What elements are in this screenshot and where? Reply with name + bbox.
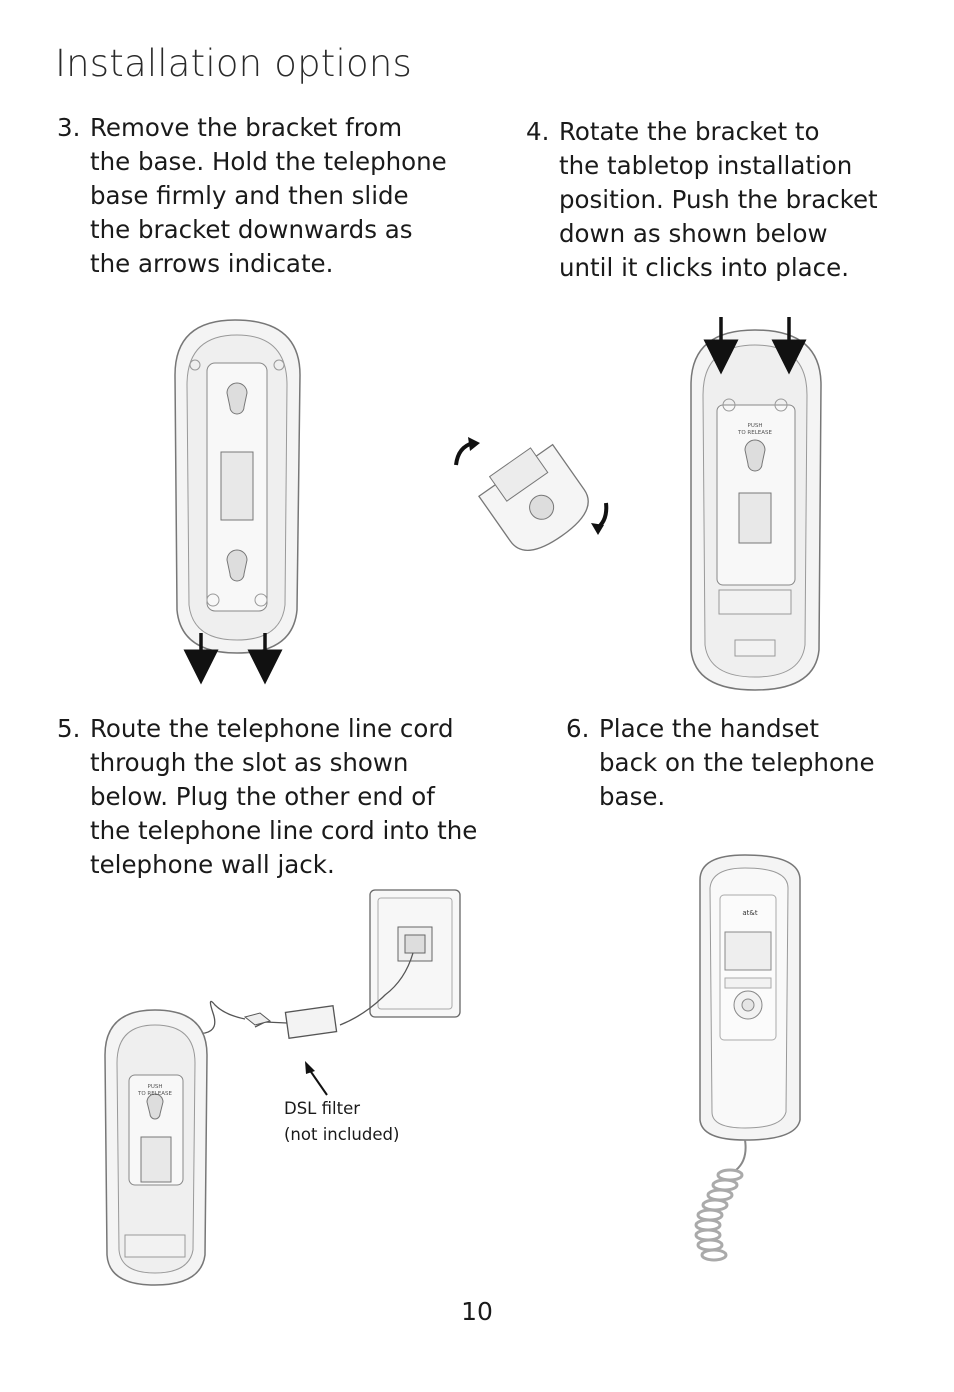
push-release-label-2: TO RELEASE — [137, 1091, 173, 1097]
push-release-label: PUSH — [148, 1084, 163, 1090]
step-number: 4. — [526, 117, 550, 146]
figure-bracket-tabletop: PUSH TO RELEASE — [690, 317, 822, 691]
brand-logo: at&t — [742, 909, 757, 917]
step-text: Rotate the bracket to the tabletop insta… — [559, 117, 878, 282]
step-text: Route the telephone line cord through th… — [90, 714, 478, 879]
step-number: 6. — [566, 714, 590, 743]
push-release-label: PUSH — [748, 423, 763, 429]
step-number: 3. — [57, 113, 81, 142]
page-title: Installation options — [55, 42, 412, 85]
dsl-caption-line1: DSL filter — [284, 1099, 360, 1118]
push-release-label-2: TO RELEASE — [737, 430, 773, 436]
dsl-filter-caption: DSL filter (not included) — [284, 1096, 399, 1148]
figure-handset-on-base: at&t — [694, 854, 801, 1262]
figure-bracket-removal — [174, 319, 301, 685]
page-number: 10 — [461, 1297, 493, 1326]
dsl-caption-line2: (not included) — [284, 1125, 400, 1144]
step-text: Remove the bracket from the base. Hold t… — [90, 113, 447, 278]
step-text: Place the handset back on the telephone … — [599, 714, 875, 811]
step-number: 5. — [57, 714, 81, 743]
figure-bracket-rotate — [454, 437, 609, 551]
figure-line-cord: PUSH TO RELEASE — [104, 889, 461, 1286]
